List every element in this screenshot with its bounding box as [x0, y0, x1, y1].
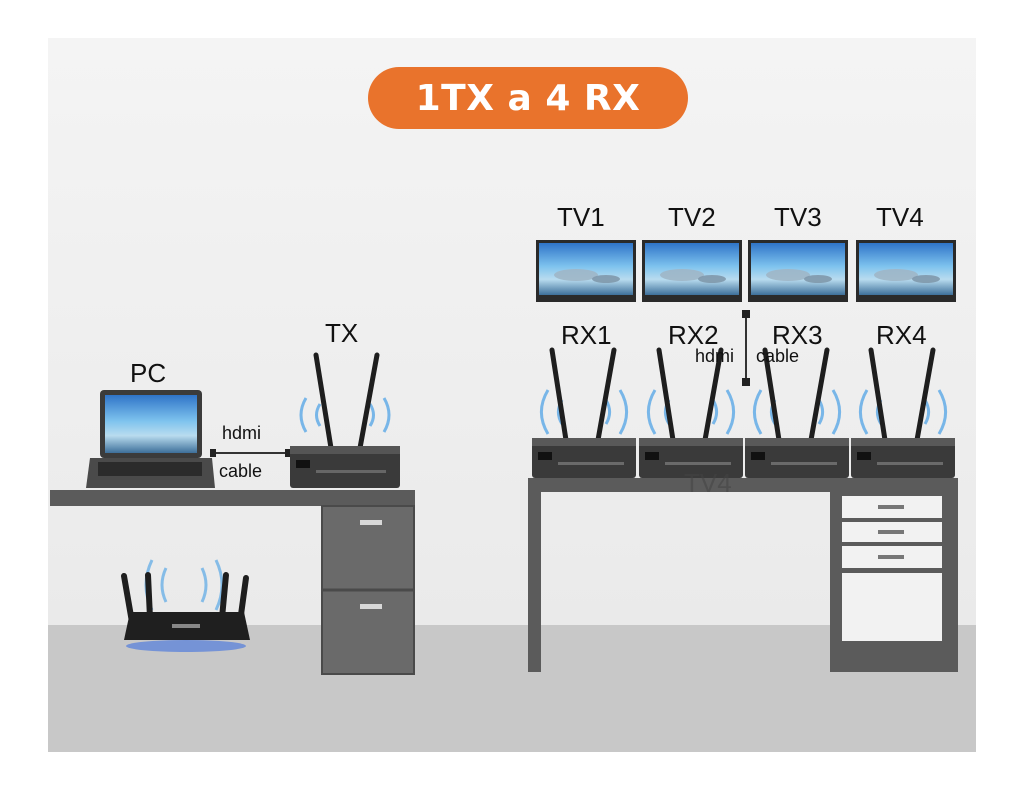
ghost-tv4-label: TV4 [684, 468, 732, 498]
receivers [532, 347, 955, 478]
receiver-icon [532, 347, 636, 478]
cable-label-right-right: cable [756, 346, 800, 366]
rx4-label: RX4 [876, 320, 927, 350]
right-desk [528, 478, 958, 672]
receiver-icon [745, 347, 849, 478]
diagram-title: 1TX a 4 RX [415, 77, 641, 119]
tv-screen-icon [856, 240, 956, 302]
receiver-icon [639, 347, 743, 478]
tv-screen-icon [642, 240, 742, 302]
hdmi-cable-icon [210, 449, 291, 457]
laptop-icon [86, 390, 215, 488]
cable-label-left-bottom: cable [219, 461, 263, 481]
tv-screen-icon [536, 240, 636, 302]
tv4-label: TV4 [876, 202, 924, 232]
transmitter-icon [290, 352, 400, 488]
cable-label-right-left: hdmi [695, 346, 735, 366]
tv1-label: TV1 [557, 202, 605, 232]
tv-screens [536, 240, 956, 302]
rx3-label: RX3 [772, 320, 823, 350]
tx-label: TX [325, 318, 359, 348]
wifi-router-icon [121, 559, 250, 652]
hdmi-cable-icon [742, 310, 750, 386]
tv2-label: TV2 [668, 202, 716, 232]
receiver-icon [851, 347, 955, 478]
pc-label: PC [130, 358, 167, 388]
cable-label-left-top: hdmi [222, 423, 262, 443]
tv3-label: TV3 [774, 202, 822, 232]
left-desk [50, 490, 415, 675]
title-badge: 1TX a 4 RX [368, 67, 688, 129]
rx1-label: RX1 [561, 320, 612, 350]
rx2-label: RX2 [668, 320, 719, 350]
tv-screen-icon [748, 240, 848, 302]
